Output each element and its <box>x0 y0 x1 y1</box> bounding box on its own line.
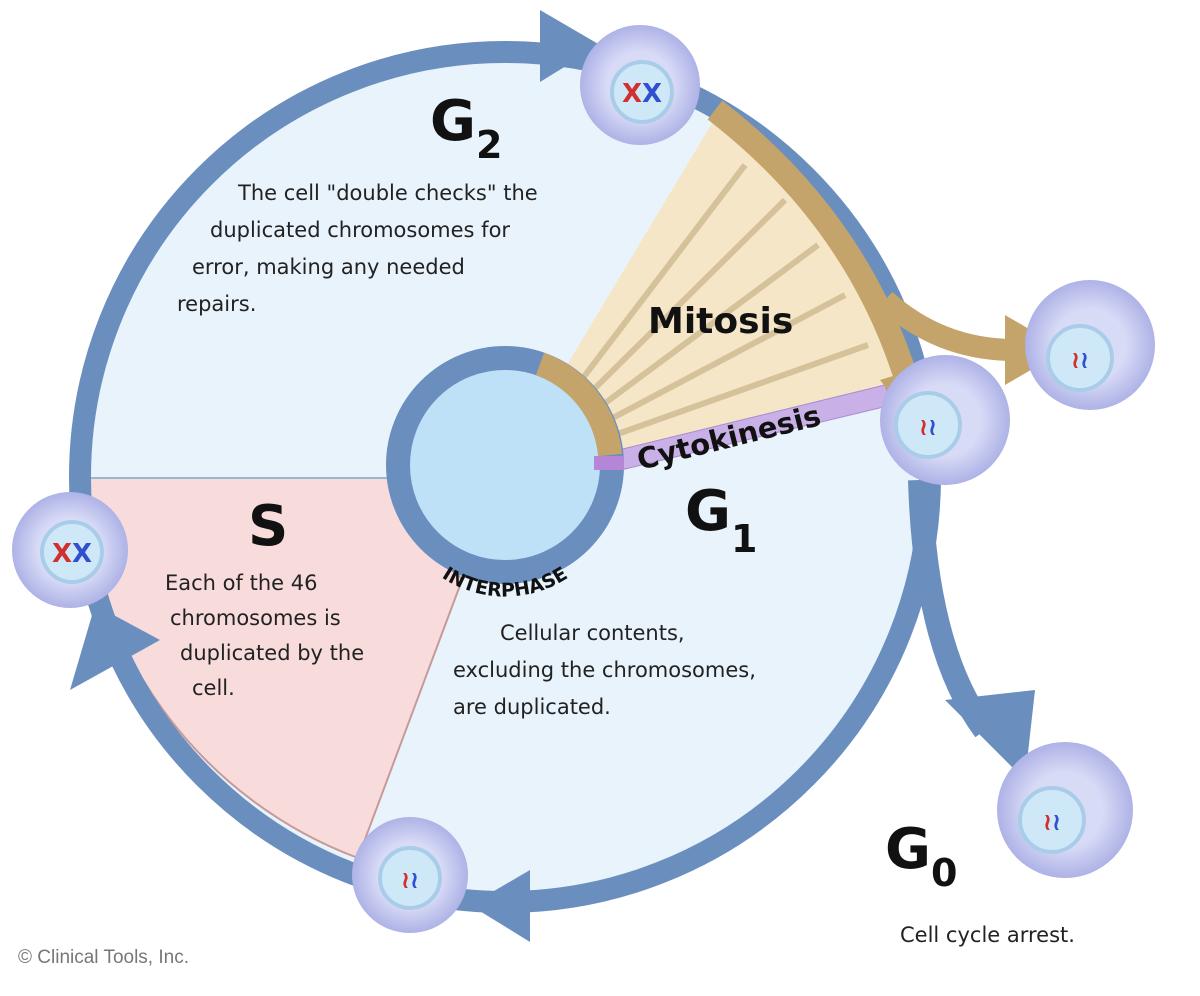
s-description: Each of the 46 chromosomes is duplicated… <box>165 571 371 700</box>
mitosis-spindle-lines <box>567 163 870 445</box>
mitosis-inner-arc <box>535 352 622 457</box>
cell-g2: XX <box>580 25 700 145</box>
mitosis-branch-arrow-shaft <box>877 291 1016 361</box>
cell-s: XX <box>12 492 128 608</box>
svg-text:XX: XX <box>52 539 92 569</box>
cell-g1-entry: ≀≀ <box>352 817 468 933</box>
copyright-text: © Clinical Tools, Inc. <box>18 947 189 968</box>
svg-text:≀≀: ≀≀ <box>1071 346 1089 374</box>
mitosis-label: Mitosis <box>648 301 793 342</box>
cell-daughter-1: ≀≀ <box>880 355 1010 485</box>
g1-label: G1 <box>685 479 757 561</box>
mitosis-arrow-shaft <box>707 100 927 413</box>
s-label: S <box>248 494 288 559</box>
arrow-to-g2-cell-icon <box>540 10 600 82</box>
g0-arrow-shaft <box>908 479 995 738</box>
g0-label: G0 <box>885 817 957 895</box>
cell-g0: ≀≀ <box>997 742 1133 878</box>
g0-description: Cell cycle arrest. <box>900 923 1075 947</box>
svg-text:≀≀: ≀≀ <box>919 413 937 441</box>
cytokinesis-inner-mark <box>594 456 624 470</box>
g2-label: G2 <box>430 89 502 167</box>
svg-text:≀≀: ≀≀ <box>401 866 419 894</box>
g1-description: Cellular contents, excluding the chromos… <box>453 621 763 719</box>
svg-text:≀≀: ≀≀ <box>1043 808 1061 836</box>
cell-daughter-2: ≀≀ <box>1025 280 1155 410</box>
arrow-to-s-cell-icon <box>70 605 160 690</box>
arrow-to-bottom-cell-icon <box>470 870 530 942</box>
g2-description: The cell "double checks" the duplicated … <box>177 181 544 316</box>
svg-text:XX: XX <box>622 79 662 109</box>
g0-arrowhead-icon <box>945 690 1035 780</box>
